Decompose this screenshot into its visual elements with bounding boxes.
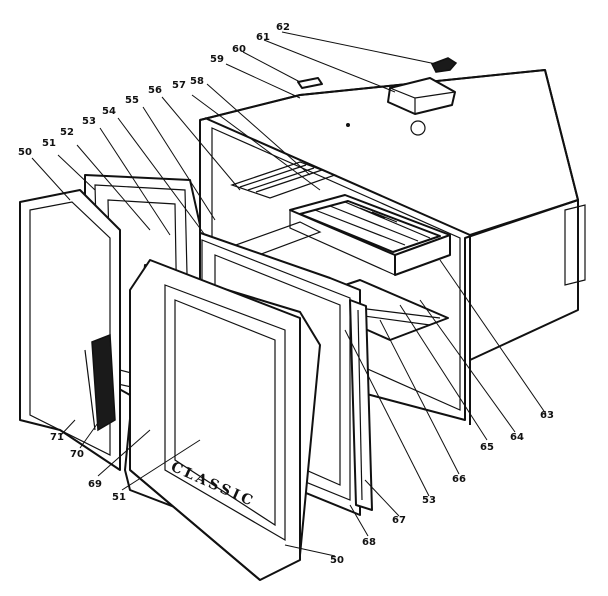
part-label-71: 71 bbox=[50, 432, 64, 443]
part-label-59: 59 bbox=[210, 54, 224, 65]
part-label-68: 68 bbox=[362, 537, 376, 548]
part-label-62: 62 bbox=[276, 22, 290, 33]
part-label-54: 54 bbox=[102, 106, 116, 117]
part-label-52: 52 bbox=[60, 127, 74, 138]
door-handle bbox=[84, 333, 116, 432]
front-door-panel bbox=[19, 189, 301, 581]
part-label-50: 50 bbox=[18, 147, 32, 158]
part-label-51-lower: 51 bbox=[112, 492, 126, 503]
part-label-60: 60 bbox=[232, 44, 246, 55]
part-label-51: 51 bbox=[42, 138, 56, 149]
part-label-64: 64 bbox=[510, 432, 524, 443]
part-label-50-lower: 50 bbox=[330, 555, 344, 566]
part-label-67: 67 bbox=[392, 515, 406, 526]
part-label-65: 65 bbox=[480, 442, 494, 453]
part-label-58: 58 bbox=[190, 76, 204, 87]
part-label-57: 57 bbox=[172, 80, 186, 91]
part-labels: 62 61 60 59 58 57 56 55 54 53 52 51 50 6… bbox=[18, 22, 554, 566]
part-label-66: 66 bbox=[452, 474, 466, 485]
part-label-61: 61 bbox=[256, 32, 270, 43]
part-label-56: 56 bbox=[148, 85, 162, 96]
part-label-55: 55 bbox=[125, 95, 139, 106]
part-label-63: 63 bbox=[540, 410, 554, 421]
part-label-69: 69 bbox=[88, 479, 102, 490]
top-vent-assembly bbox=[297, 57, 458, 115]
leader-lines bbox=[31, 31, 547, 557]
part-label-53: 53 bbox=[82, 116, 96, 127]
part-label-70: 70 bbox=[70, 449, 84, 460]
part-label-53-lower: 53 bbox=[422, 495, 436, 506]
